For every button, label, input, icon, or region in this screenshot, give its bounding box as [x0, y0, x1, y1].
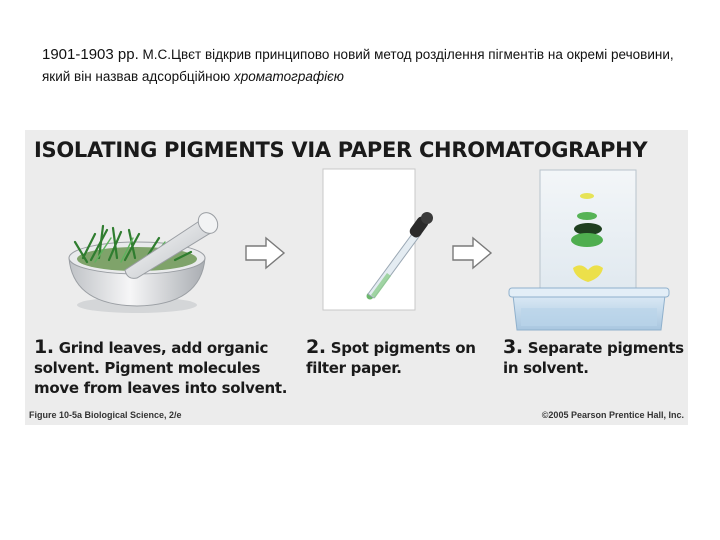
caption-text: М.С.Цвєт відкрив принципово новий метод …: [42, 47, 674, 84]
step-3-number: 3.: [503, 336, 523, 358]
dropper-icon: [367, 212, 433, 299]
figure-source: Figure 10-5a Biological Science, 2/e: [29, 410, 182, 420]
step-2-label: Spot pigments on filter paper.: [306, 339, 476, 377]
filter-paper-icon: [322, 168, 433, 311]
figure-copyright: ©2005 Pearson Prentice Hall, Inc.: [541, 410, 684, 420]
mortar-pestle-icon: [68, 212, 219, 313]
step-2-text: 2. Spot pigments on filter paper.: [306, 337, 506, 378]
figure-illustration: [68, 168, 670, 331]
chromatography-figure: ISOLATING PIGMENTS VIA PAPER CHROMATOGRA…: [25, 130, 688, 425]
caption-term: хроматографією: [234, 69, 344, 84]
step-2-number: 2.: [306, 336, 326, 358]
step-1-label: Grind leaves, add organic solvent. Pigme…: [34, 339, 288, 397]
step-1-text: 1. Grind leaves, add organic solvent. Pi…: [34, 337, 304, 398]
arrow-right-icon: [452, 236, 493, 270]
slide-caption: 1901-1903 рр. М.С.Цвєт відкрив принципов…: [42, 44, 702, 88]
step-1-number: 1.: [34, 336, 54, 358]
figure-title: ISOLATING PIGMENTS VIA PAPER CHROMATOGRA…: [34, 138, 648, 162]
step-3-text: 3. Separate pigments in solvent.: [503, 337, 688, 378]
caption-years: 1901-1903 рр.: [42, 46, 139, 63]
arrow-right-icon: [245, 236, 286, 270]
step-3-label: Separate pigments in solvent.: [503, 339, 684, 377]
solvent-tank-icon: [508, 169, 670, 331]
